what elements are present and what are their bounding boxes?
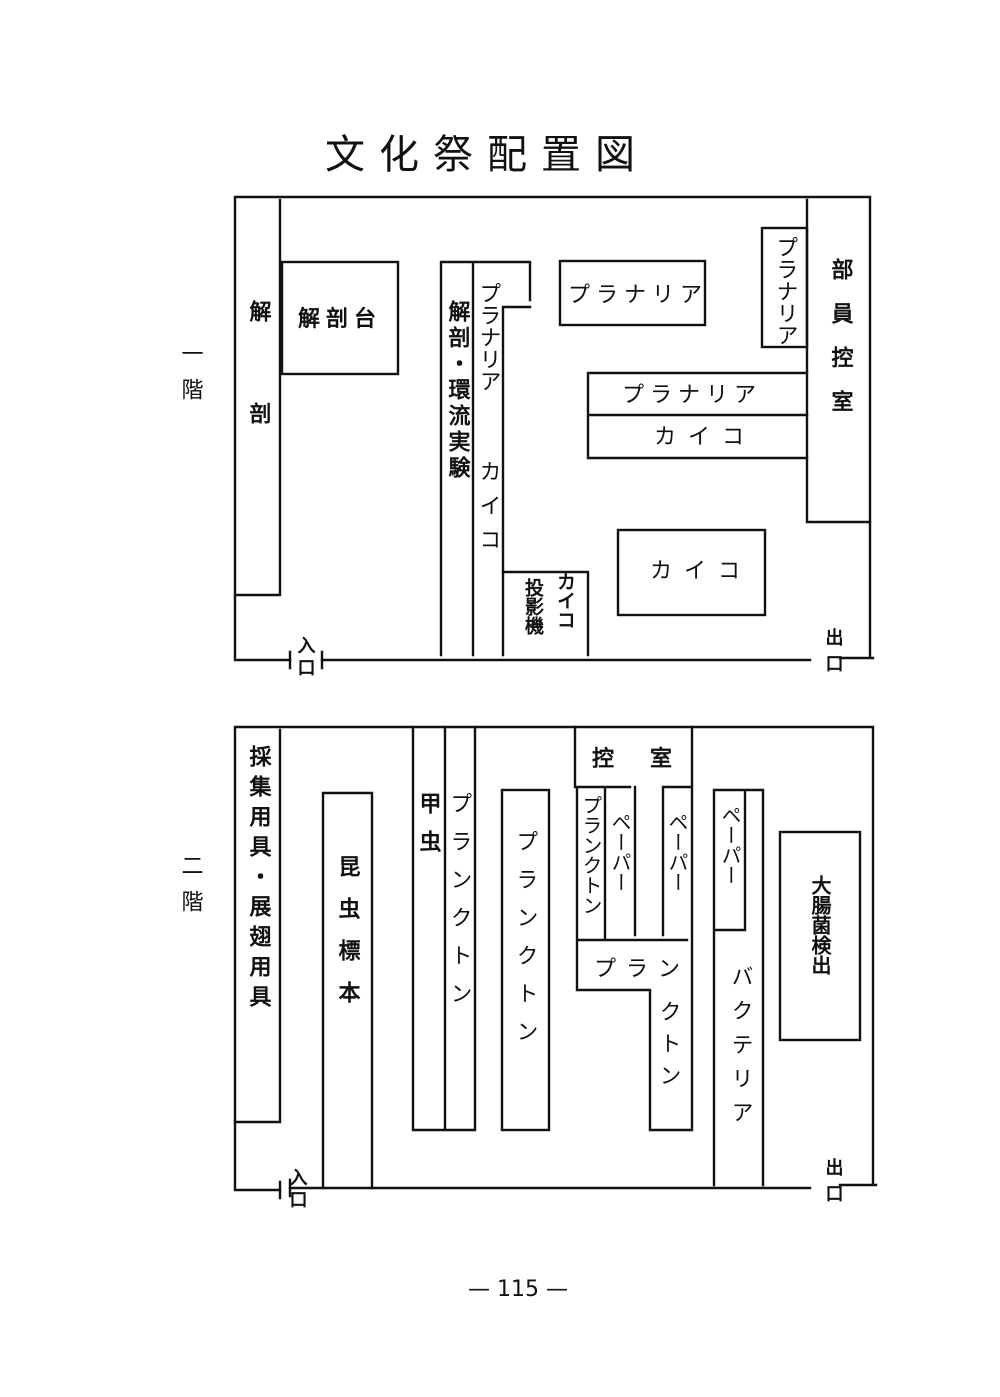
label-collecting-tools: 採集用具・展翅用具 bbox=[246, 745, 273, 1015]
label-plankton-d-top: プラン bbox=[594, 957, 690, 982]
label-dissection: 解剖 bbox=[246, 299, 272, 504]
floor-1-label: 一階 bbox=[178, 342, 204, 414]
page-title: 文化祭配置図 bbox=[325, 132, 649, 178]
label-paper-c: ペーパー bbox=[718, 805, 742, 885]
label-dissection-circulation: 解剖・環流実験 bbox=[445, 299, 471, 482]
beetle-plankton-column bbox=[411, 725, 477, 1132]
label-ecoli-detection: 大腸菌検出 bbox=[808, 875, 832, 976]
label-plankton-c: プランクトン bbox=[579, 795, 603, 915]
label-plankton-d-bottom: クトン bbox=[656, 1000, 681, 1096]
label-insect-specimens: 昆虫標本 bbox=[335, 855, 361, 1023]
dissection-column-wall bbox=[439, 260, 532, 657]
page-number: — 115 — bbox=[468, 1277, 568, 1302]
label-waiting-room: 控室 bbox=[592, 746, 708, 772]
label-bacteria: バクテリア bbox=[728, 965, 753, 1135]
planaria-kaiko-box bbox=[586, 371, 809, 460]
label-paper-a: ペーパー bbox=[608, 812, 632, 892]
plankton-box bbox=[500, 788, 551, 1132]
floor-1-plan: 一階 解剖 解剖台 解剖・環流実験 プラナリア カイコ プラナリア プラナリア … bbox=[178, 195, 875, 680]
entrance-2-label: 入口 bbox=[287, 1168, 308, 1212]
label-kaiko-box: カイコ bbox=[650, 559, 752, 584]
label-planaria-row: プラナリア bbox=[622, 383, 762, 408]
specimen-column bbox=[321, 791, 374, 1190]
label-paper-b: ペーパー bbox=[665, 812, 689, 892]
floor-2-walls bbox=[233, 725, 878, 1192]
label-planaria-col: プラナリア bbox=[476, 282, 501, 392]
floor-2-label: 二階 bbox=[178, 854, 203, 926]
kaiko-box bbox=[616, 528, 767, 617]
floor-1-walls bbox=[233, 195, 875, 662]
entrance-marks-2 bbox=[278, 1178, 292, 1200]
exit-2-label: 出口 bbox=[823, 1157, 844, 1210]
label-projector-kaiko: カイコ bbox=[554, 572, 576, 629]
label-plankton-b: プランクトン bbox=[513, 830, 538, 1058]
label-beetles: 甲虫 bbox=[416, 792, 442, 868]
label-planaria-vertical: プラナリア bbox=[773, 236, 798, 346]
label-planaria-box: プラナリア bbox=[568, 283, 708, 308]
label-dissection-table: 解剖台 bbox=[298, 306, 382, 332]
label-staff-room: 部員控室 bbox=[828, 257, 855, 434]
label-kaiko-col: カイコ bbox=[476, 460, 501, 562]
exit-1-label: 出口 bbox=[823, 627, 844, 680]
dissection-strip-wall bbox=[233, 198, 282, 597]
entrance-marks bbox=[288, 650, 324, 670]
ecoli-box bbox=[778, 830, 862, 1042]
staff-room-wall bbox=[805, 198, 872, 524]
waiting-room-block bbox=[573, 725, 694, 1132]
planaria-box bbox=[558, 259, 707, 327]
collecting-strip-wall bbox=[233, 728, 282, 1124]
entrance-1-label: 入口 bbox=[295, 636, 316, 680]
floor-2-plan: 二階 採集用具・展翅用具 昆虫標本 甲虫 プランクトン プランクトン 控室 プラ… bbox=[178, 725, 878, 1212]
projector-box bbox=[501, 570, 590, 657]
label-projector: 投影機 bbox=[522, 577, 544, 636]
label-plankton-a: プランクトン bbox=[447, 792, 472, 1020]
dissection-table-box bbox=[280, 260, 400, 376]
label-kaiko-row: カイコ bbox=[654, 425, 756, 450]
bacteria-column bbox=[712, 788, 765, 1187]
